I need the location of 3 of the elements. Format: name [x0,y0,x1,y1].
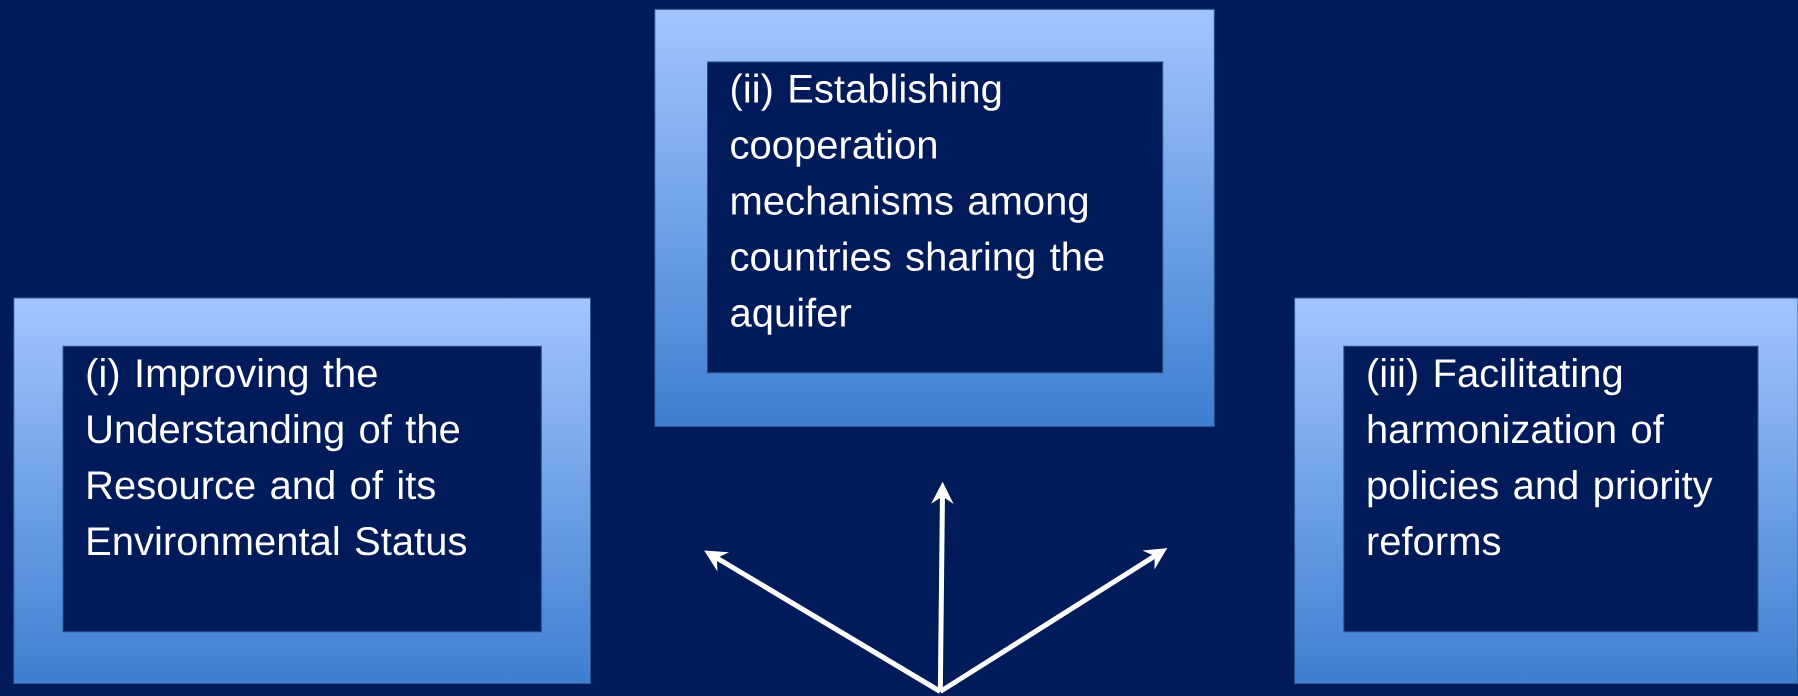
framed-box: (i) Improving the Understanding of the Resource and of its Environmental Status [13,297,591,684]
framed-box: (iii) Facilitating harmonization of policies and priority reforms [1294,297,1798,684]
framed-box: (ii) Establishing cooperation mechanisms among countries sharing the aquifer [654,8,1215,428]
